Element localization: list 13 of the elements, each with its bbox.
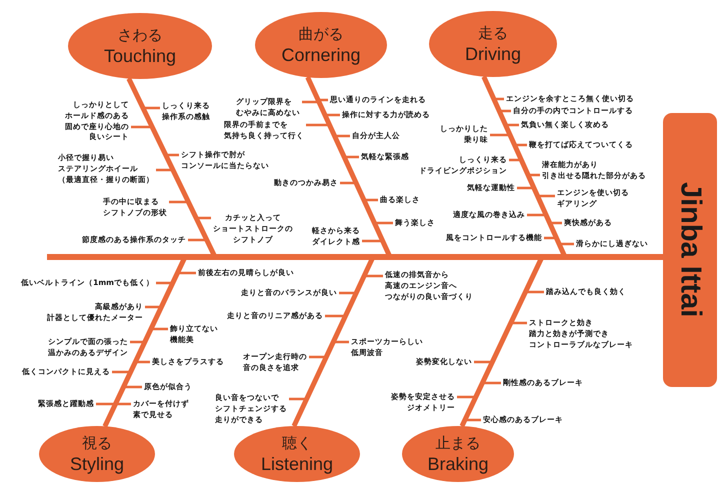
category-translation: Styling [70, 453, 124, 475]
category-translation: Touching [104, 45, 176, 67]
category-translation: Driving [464, 43, 521, 65]
category-name: 止まる [436, 433, 480, 453]
category-name: 走る [478, 23, 508, 43]
category-name: 視る [82, 433, 112, 453]
category-name: 聴く [282, 433, 312, 453]
category-translation: Braking [427, 453, 489, 475]
effect-box: Jinba Ittai [663, 113, 717, 387]
category-translation: Cornering [281, 44, 361, 66]
category-name: 曲がる [298, 24, 344, 44]
category-name: さわる [118, 25, 162, 45]
category-translation: Listening [260, 453, 334, 475]
